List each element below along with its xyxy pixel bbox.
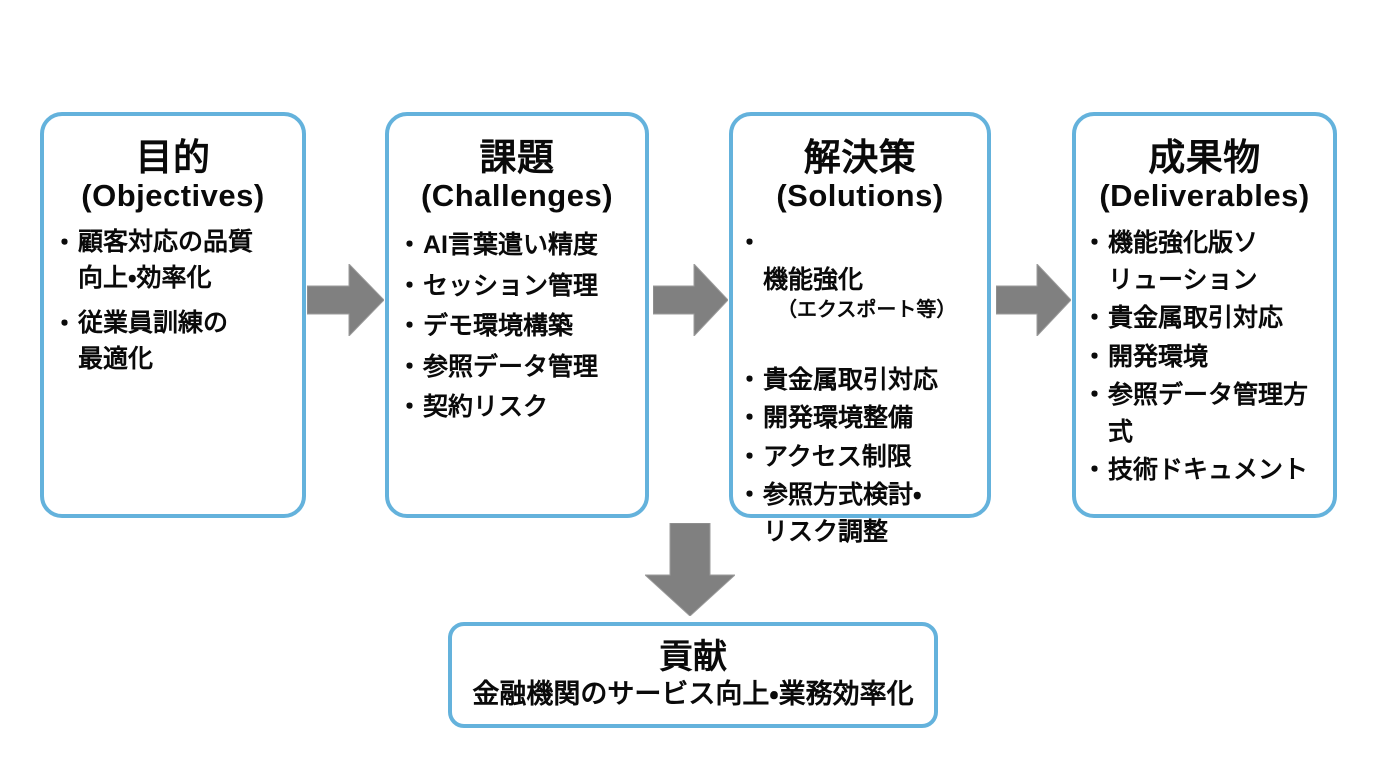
list-item: デモ環境構築 — [397, 308, 639, 345]
list-item: 契約リスク — [397, 389, 639, 426]
stage-box-solutions[interactable]: 解決策 (Solutions) 機能強化 （エクスポート等） 貴金属取引対応 開… — [729, 112, 991, 546]
list-item-main: 機能強化 — [763, 265, 864, 294]
list-item: 参照データ管理 — [397, 349, 639, 386]
list-item-subtext: （エクスポート等） — [777, 299, 957, 322]
outcome-subtitle: 金融機関のサービス向上・業務効率化 — [472, 679, 914, 710]
stage-title-challenges: 課題 (Challenges) — [389, 138, 645, 213]
stage-title-ja: 課題 — [479, 137, 555, 178]
list-item: 機能強化版ソ リューション — [1082, 225, 1327, 298]
list-item: 参照方式検討・ リスク調整 — [737, 477, 981, 550]
stage-title-en: (Deliverables) — [1099, 178, 1310, 214]
stage-box-deliverables[interactable]: 成果物 (Deliverables) 機能強化版ソ リューション 貴金属取引対応… — [1072, 112, 1337, 518]
list-item: 従業員訓練の 最適化 — [52, 306, 296, 377]
stage-title-en: (Challenges) — [420, 178, 614, 214]
stage-bullet-list-objectives: 顧客対応の品質 向上・効率化 従業員訓練の 最適化 — [44, 225, 302, 377]
list-item: 参照データ管理方式 — [1082, 377, 1327, 450]
arrow-right-icon-challenges-to-solutions — [653, 264, 728, 336]
list-item: 貴金属取引対応 — [1082, 300, 1327, 337]
list-item: アクセス制限 — [737, 439, 981, 476]
stage-box-challenges[interactable]: 課題 (Challenges) AI言葉遣い精度 セッション管理 デモ環境構築 … — [385, 112, 649, 518]
list-item: 開発環境 — [1082, 339, 1327, 376]
list-item: セッション管理 — [397, 268, 639, 305]
stage-title-ja: 成果物 — [1148, 137, 1261, 178]
stage-bullet-list-deliverables: 機能強化版ソ リューション 貴金属取引対応 開発環境 参照データ管理方式 技術ド… — [1076, 225, 1333, 489]
arrow-down-icon-challenges-to-contribution — [645, 523, 735, 616]
stage-bullet-list-challenges: AI言葉遣い精度 セッション管理 デモ環境構築 参照データ管理 契約リスク — [389, 227, 645, 426]
outcome-box-contribution[interactable]: 貢献 金融機関のサービス向上・業務効率化 — [448, 622, 938, 728]
stage-title-en: (Objectives) — [81, 178, 265, 214]
stage-title-objectives: 目的 (Objectives) — [44, 138, 302, 213]
arrow-right-icon-solutions-to-deliverables — [996, 264, 1071, 336]
stage-title-ja: 目的 — [135, 137, 211, 178]
list-item: AI言葉遣い精度 — [397, 227, 639, 264]
stage-title-en: (Solutions) — [776, 178, 944, 214]
stage-title-deliverables: 成果物 (Deliverables) — [1076, 138, 1333, 213]
stage-bullet-list-solutions: 機能強化 （エクスポート等） 貴金属取引対応 開発環境整備 アクセス制限 参照方… — [733, 225, 987, 550]
outcome-title: 貢献 — [659, 637, 727, 676]
stage-box-objectives[interactable]: 目的 (Objectives) 顧客対応の品質 向上・効率化 従業員訓練の 最適… — [40, 112, 306, 518]
stage-title-solutions: 解決策 (Solutions) — [733, 138, 987, 213]
list-item: 顧客対応の品質 向上・効率化 — [52, 225, 296, 296]
list-item: 機能強化 （エクスポート等） — [737, 225, 981, 360]
list-item: 貴金属取引対応 — [737, 362, 981, 399]
list-item: 開発環境整備 — [737, 400, 981, 437]
arrow-right-icon-objectives-to-challenges — [307, 264, 384, 336]
stage-title-ja: 解決策 — [803, 137, 917, 178]
list-item: 技術ドキュメント — [1082, 452, 1327, 489]
